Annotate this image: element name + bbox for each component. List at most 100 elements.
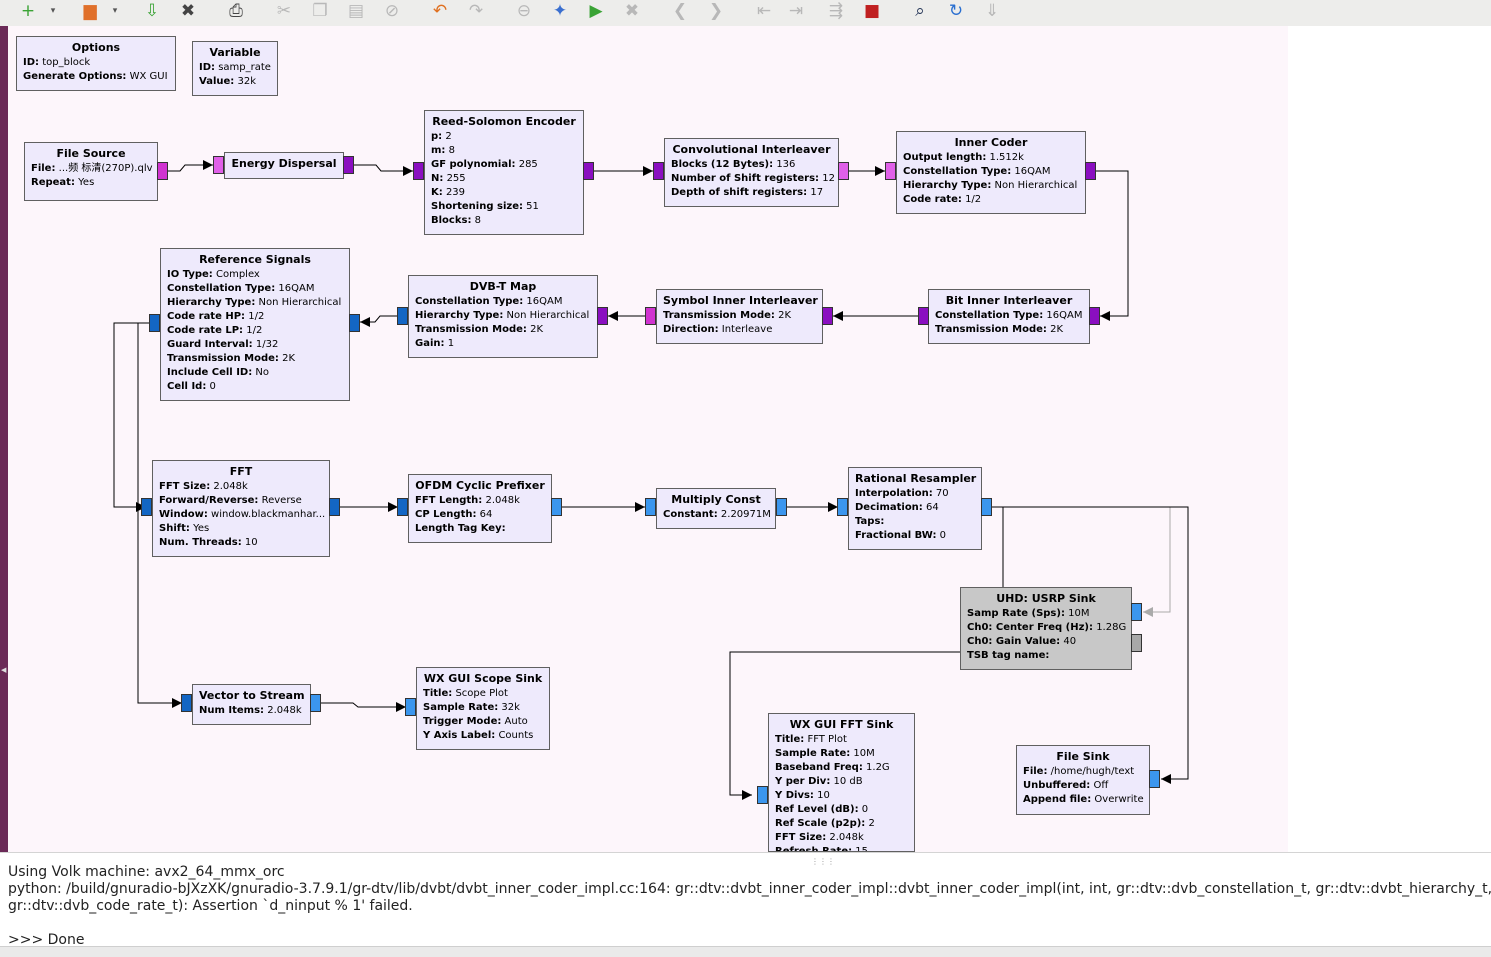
port-map-in[interactable]: [597, 307, 608, 325]
param-key: Ch0: Center Freq (Hz):: [967, 622, 1093, 633]
port-multiply-in[interactable]: [645, 498, 656, 516]
block-param: Gain: 1: [415, 337, 591, 351]
param-value: Non Hierarchical: [506, 310, 590, 321]
param-key: Taps:: [855, 516, 885, 527]
port-fft-out[interactable]: [329, 498, 340, 516]
block-param: Samp Rate (Sps): 10M: [967, 607, 1125, 621]
port-rs-out[interactable]: [583, 162, 594, 180]
undo-icon[interactable]: ↶: [432, 1, 448, 21]
port-vector-out[interactable]: [310, 694, 321, 712]
open-icon[interactable]: ▆: [83, 1, 97, 21]
block-param: Title: Scope Plot: [423, 687, 543, 701]
block-param: Ref Level (dB): 0: [775, 803, 908, 817]
param-key: N:: [431, 173, 444, 184]
port-prefixer-in[interactable]: [397, 498, 408, 516]
port-symbol-in[interactable]: [645, 307, 656, 325]
param-value: 1/2: [965, 194, 982, 205]
block-title: WX GUI Scope Sink: [423, 672, 543, 685]
param-value: 64: [479, 509, 493, 520]
param-key: Code rate:: [903, 194, 962, 205]
close-icon[interactable]: ✖: [180, 1, 196, 21]
param-key: Generate Options:: [23, 71, 127, 82]
param-key: Repeat:: [31, 177, 75, 188]
param-value: 16QAM: [1014, 166, 1051, 177]
block-param: Ref Scale (p2p): 2: [775, 817, 908, 831]
canvas-margin: [1288, 26, 1491, 852]
create-hier-icon: ⇤: [756, 1, 772, 21]
port-usrp-msg[interactable]: [1131, 634, 1142, 652]
port-inner-in[interactable]: [885, 162, 896, 180]
port-resampler-in[interactable]: [837, 498, 848, 516]
param-value: 1.512k: [989, 152, 1024, 163]
print-icon[interactable]: ⎙: [229, 1, 243, 21]
block-title: UHD: USRP Sink: [996, 592, 1096, 605]
port-resampler-out[interactable]: [981, 498, 992, 516]
port-usrp-in[interactable]: [1131, 603, 1142, 621]
stop-icon[interactable]: ■: [863, 1, 881, 21]
execute-icon[interactable]: ▶: [589, 1, 603, 21]
port-symbol-out[interactable]: [822, 307, 833, 325]
block-energy-dispersal[interactable]: Energy Dispersal: [224, 152, 344, 179]
port-energy-in[interactable]: [213, 156, 224, 174]
port-file-source-out[interactable]: [157, 162, 168, 180]
param-value: /home/hugh/text: [1050, 766, 1135, 777]
param-key: Baseband Freq:: [775, 762, 863, 773]
new-icon[interactable]: +: [20, 1, 36, 21]
port-conv-in[interactable]: [653, 162, 664, 180]
block-param: Constellation Type: 16QAM: [903, 165, 1079, 179]
port-prefixer-out[interactable]: [551, 498, 562, 516]
open-dropdown-icon[interactable]: ▾: [112, 6, 118, 16]
port-fft-in[interactable]: [141, 498, 152, 516]
collapse-handle-icon[interactable]: ◀: [1, 666, 7, 674]
port-bit-in[interactable]: [918, 307, 929, 325]
port-filesink-in[interactable]: [1149, 770, 1160, 788]
port-ref-out[interactable]: [349, 314, 360, 332]
port-inner-out[interactable]: [1085, 162, 1096, 180]
port-rs-in[interactable]: [413, 162, 424, 180]
port-scope-in[interactable]: [405, 698, 416, 716]
block-title: File Source: [56, 147, 126, 160]
port-bit-out[interactable]: [1089, 307, 1100, 325]
generate-icon[interactable]: ✦: [552, 1, 568, 21]
new-dropdown-icon[interactable]: ▾: [50, 6, 56, 16]
port-map-out[interactable]: [397, 307, 408, 325]
port-conv-out[interactable]: [838, 162, 849, 180]
reload-icon[interactable]: ↻: [948, 1, 964, 21]
block-title: Options: [71, 41, 121, 54]
param-key: Transmission Mode:: [935, 324, 1047, 335]
port-ref-in[interactable]: [149, 314, 160, 332]
port-fftsink-in[interactable]: [757, 786, 768, 804]
port-vector-in[interactable]: [181, 694, 192, 712]
port-energy-out[interactable]: [343, 156, 354, 174]
param-value: Scope Plot: [455, 688, 508, 699]
pane-resize-handle-icon[interactable]: ⋮⋮⋮: [811, 857, 835, 866]
port-multiply-out[interactable]: [776, 498, 787, 516]
param-key: Number of Shift registers:: [671, 173, 820, 184]
flowgraph-canvas[interactable]: [8, 26, 1288, 852]
param-value: 136: [776, 159, 796, 170]
block-param: FFT Size: 2.048k: [159, 480, 323, 494]
save-icon[interactable]: ⇩: [144, 1, 160, 21]
block-param: Constellation Type: 16QAM: [167, 282, 343, 296]
block-param: TSB tag name:: [967, 649, 1125, 663]
find-icon[interactable]: ⌕: [915, 1, 925, 21]
